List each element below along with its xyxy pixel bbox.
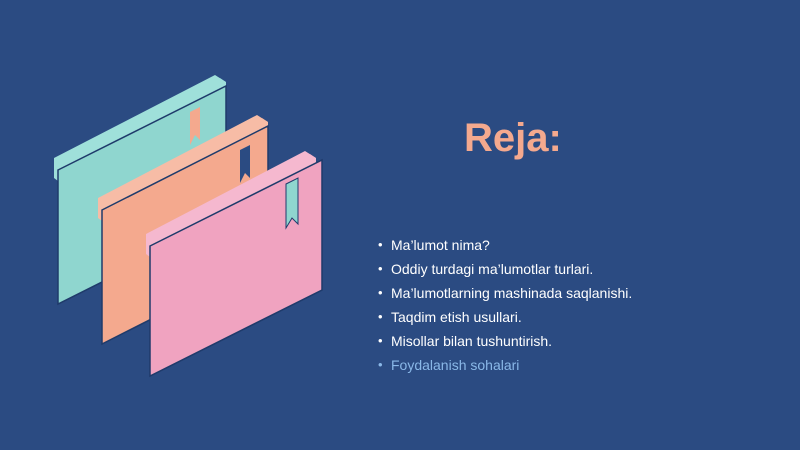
agenda-item: Oddiy turdagi ma’lumotlar turlari. (376, 257, 776, 281)
agenda-item: Ma’lumotlarning mashinada saqlanishi. (376, 281, 776, 305)
agenda-item: Ma’lumot nima? (376, 233, 776, 257)
stacked-folders-icon (54, 75, 323, 378)
agenda-item: Taqdim etish usullari. (376, 305, 776, 329)
folder-pink (146, 151, 323, 378)
slide-title: Reja: (464, 116, 562, 160)
agenda-list: Ma’lumot nima? Oddiy turdagi ma’lumotlar… (376, 233, 776, 377)
agenda-item: Foydalanish sohalari (376, 353, 776, 377)
agenda-item: Misollar bilan tushuntirish. (376, 329, 776, 353)
